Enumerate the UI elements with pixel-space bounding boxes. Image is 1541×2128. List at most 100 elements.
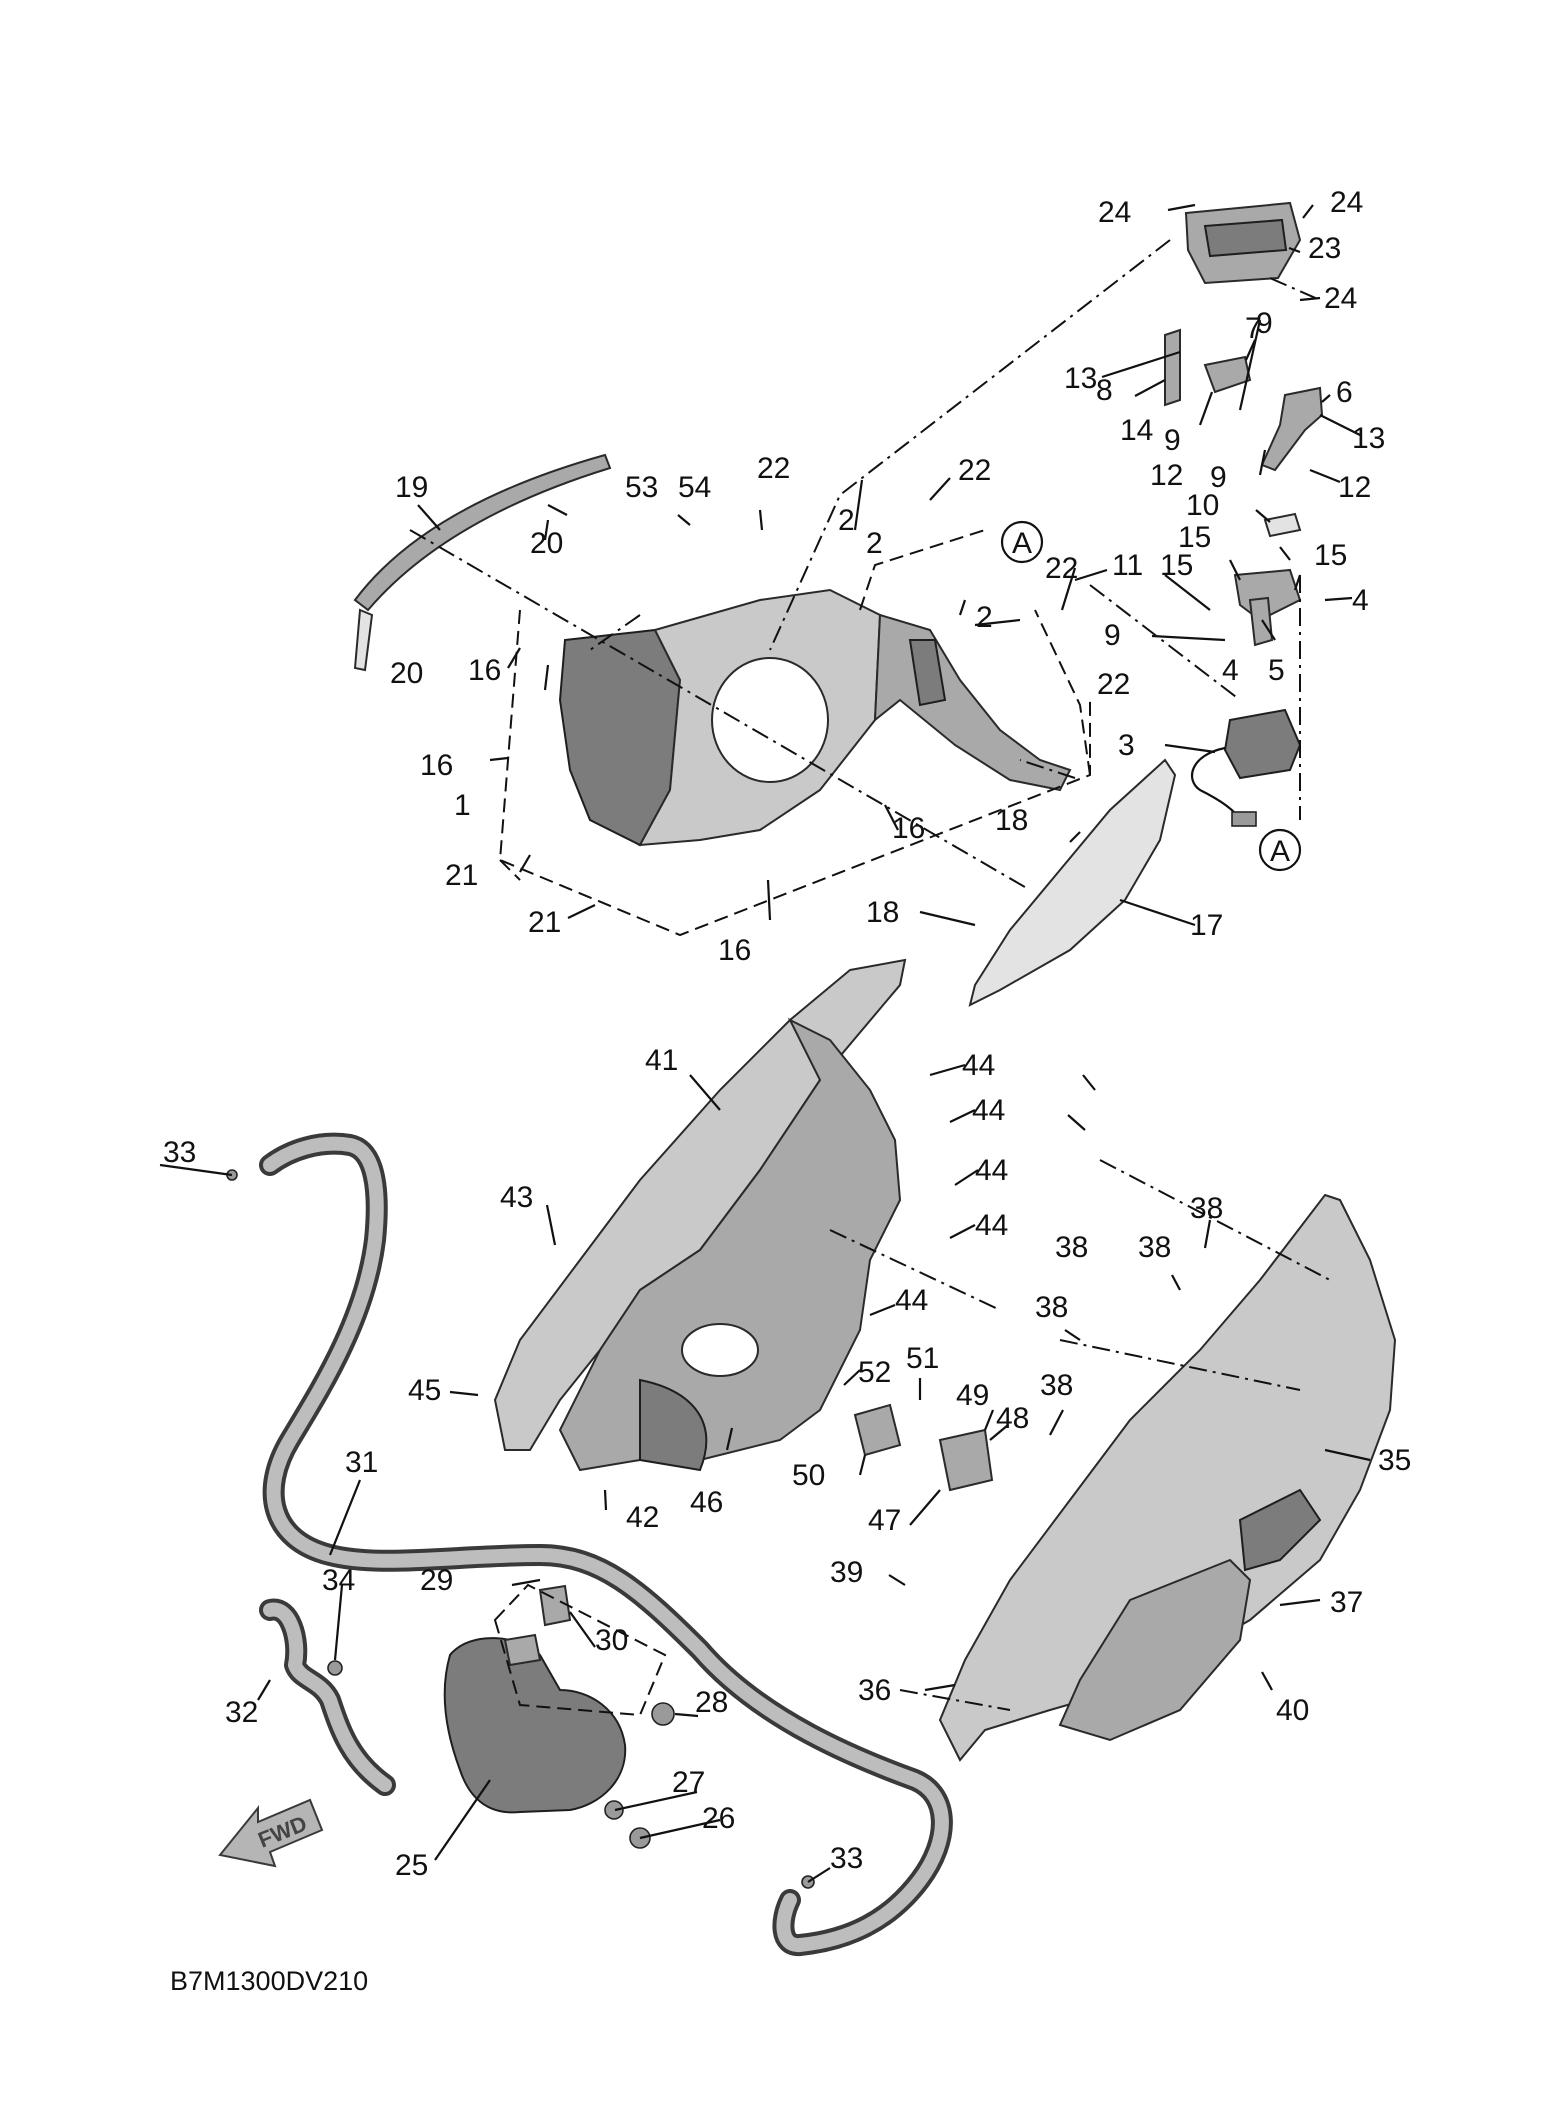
callout-17: 17 <box>1190 909 1223 942</box>
callout-49: 49 <box>956 1379 989 1412</box>
callout-8: 8 <box>1096 374 1113 407</box>
callout-39: 39 <box>830 1556 863 1589</box>
part-6-latch <box>1260 386 1324 472</box>
callout-33: 33 <box>830 1842 863 1875</box>
part-19-trim <box>353 453 612 672</box>
fwd-arrow-icon: FWD <box>218 1798 324 1868</box>
callout-7: 7 <box>1245 312 1262 345</box>
callout-18: 18 <box>866 896 899 929</box>
callout-15: 15 <box>1160 549 1193 582</box>
diagram-code: B7M1300DV210 <box>170 1966 368 1996</box>
callout-16: 16 <box>468 654 501 687</box>
callout-26: 26 <box>702 1802 735 1835</box>
callout-48: 48 <box>996 1402 1029 1435</box>
callout-40: 40 <box>1276 1694 1309 1727</box>
callout-18: 18 <box>995 804 1028 837</box>
callout-24: 24 <box>1330 186 1363 219</box>
callout-20: 20 <box>390 657 423 690</box>
part-35-floor-panel <box>938 1193 1397 1762</box>
callout-24: 24 <box>1098 196 1131 229</box>
callout-25: 25 <box>395 1849 428 1882</box>
callout-3: 3 <box>1118 729 1135 762</box>
callout-54: 54 <box>678 471 711 504</box>
callout-20: 20 <box>530 527 563 560</box>
callout-5: 5 <box>1268 654 1285 687</box>
callout-4: 4 <box>1222 654 1239 687</box>
callout-44: 44 <box>895 1284 928 1317</box>
callout-37: 37 <box>1330 1586 1363 1619</box>
callout-19: 19 <box>395 471 428 504</box>
callout-24: 24 <box>1324 282 1357 315</box>
callout-44: 44 <box>972 1094 1005 1127</box>
part-41-lower-panel <box>493 958 907 1472</box>
callout-47: 47 <box>868 1504 901 1537</box>
part-32-hose <box>259 1598 396 1796</box>
callout-23: 23 <box>1308 232 1341 265</box>
leader-lines <box>159 203 1371 1883</box>
callout-15: 15 <box>1314 539 1347 572</box>
callout-43: 43 <box>500 1181 533 1214</box>
callout-42: 42 <box>626 1501 659 1534</box>
callout-2: 2 <box>866 527 883 560</box>
callout-4: 4 <box>1352 584 1369 617</box>
callout-12: 12 <box>1338 471 1371 504</box>
part-31-hose <box>259 1132 953 1956</box>
callout-53: 53 <box>625 471 658 504</box>
part-17-side-panel <box>968 758 1177 1007</box>
callout-38: 38 <box>1035 1291 1068 1324</box>
callout-36: 36 <box>858 1674 891 1707</box>
callout-labels: 24 24 23 24 7 13 8 14 9 9 6 13 12 12 9 1… <box>163 186 1411 1882</box>
callout-16: 16 <box>892 812 925 845</box>
callout-38: 38 <box>1055 1231 1088 1264</box>
callout-15: 15 <box>1178 521 1211 554</box>
section-marker-a-upper: A <box>1000 520 1044 564</box>
callout-16: 16 <box>420 749 453 782</box>
callout-21: 21 <box>445 859 478 892</box>
callout-22: 22 <box>1045 552 1078 585</box>
callout-38: 38 <box>1138 1231 1171 1264</box>
part-47-switch <box>938 1428 994 1492</box>
callout-2: 2 <box>838 504 855 537</box>
callout-13: 13 <box>1064 362 1097 395</box>
callout-44: 44 <box>975 1209 1008 1242</box>
callout-45: 45 <box>408 1374 441 1407</box>
callout-30: 30 <box>595 1624 628 1657</box>
callout-50: 50 <box>792 1459 825 1492</box>
assembly-dashed-lines <box>409 239 1331 1717</box>
callout-22: 22 <box>958 454 991 487</box>
callout-22: 22 <box>1097 668 1130 701</box>
part-25-tank <box>443 1633 627 1814</box>
svg-text:A: A <box>1012 527 1032 560</box>
callout-31: 31 <box>345 1446 378 1479</box>
callout-32: 32 <box>225 1696 258 1729</box>
callout-51: 51 <box>906 1342 939 1375</box>
callout-16: 16 <box>718 934 751 967</box>
callout-35: 35 <box>1378 1444 1411 1477</box>
callout-21: 21 <box>528 906 561 939</box>
part-3-harness <box>1190 708 1302 827</box>
callout-52: 52 <box>858 1356 891 1389</box>
svg-text:A: A <box>1270 835 1290 868</box>
part-50-switch <box>853 1403 902 1457</box>
callout-9: 9 <box>1164 424 1181 457</box>
section-marker-a-lower: A <box>1258 828 1302 872</box>
callout-11: 11 <box>1112 549 1143 582</box>
callout-2: 2 <box>976 601 993 634</box>
callout-27: 27 <box>672 1766 705 1799</box>
part-1-inner-panel <box>558 588 1072 847</box>
callout-44: 44 <box>975 1154 1008 1187</box>
callout-9: 9 <box>1104 619 1121 652</box>
callout-10: 10 <box>1186 489 1219 522</box>
callout-44: 44 <box>962 1049 995 1082</box>
callout-14: 14 <box>1120 414 1153 447</box>
callout-1: 1 <box>454 789 471 822</box>
part-5-hinge <box>1233 512 1302 647</box>
callout-28: 28 <box>695 1686 728 1719</box>
callout-41: 41 <box>645 1044 678 1077</box>
callout-34: 34 <box>322 1564 355 1597</box>
callout-9: 9 <box>1210 461 1227 494</box>
callout-6: 6 <box>1336 376 1353 409</box>
callout-38: 38 <box>1190 1192 1223 1225</box>
callout-38: 38 <box>1040 1369 1073 1402</box>
